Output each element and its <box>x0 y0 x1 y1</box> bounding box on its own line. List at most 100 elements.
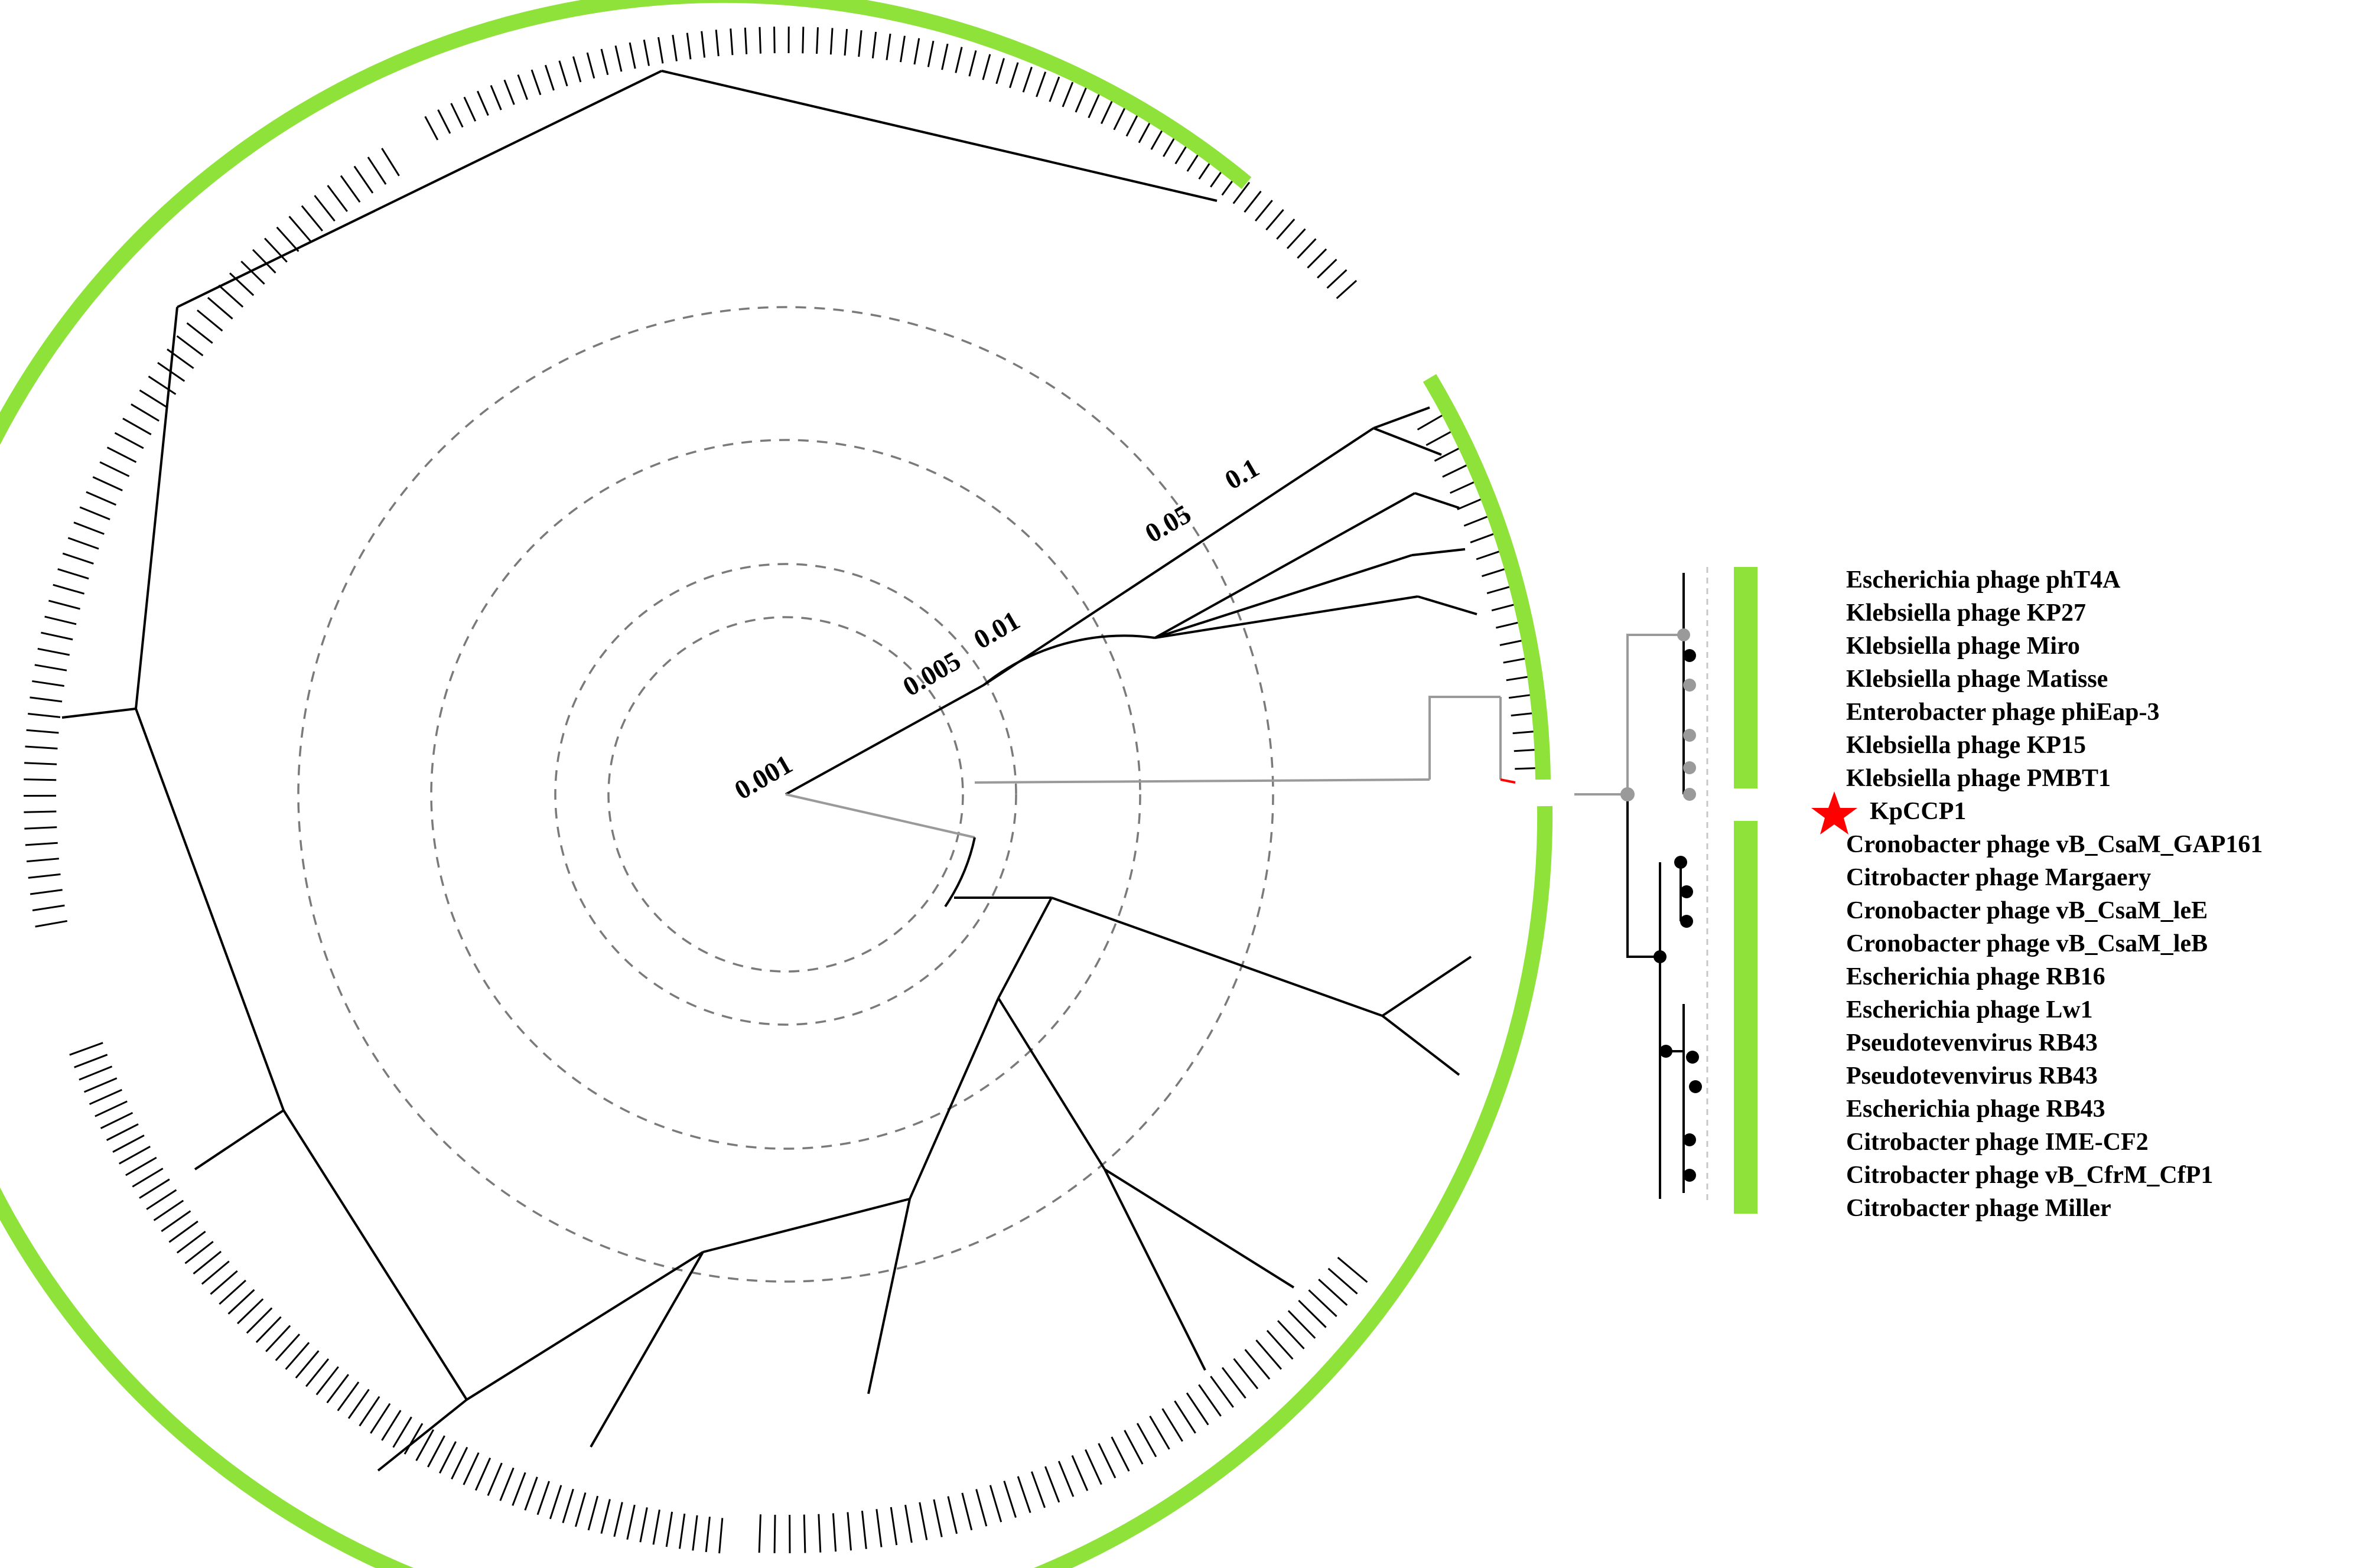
leaf-tick <box>437 109 451 134</box>
leaf-tick <box>626 1504 636 1540</box>
clade-bar-upper <box>1734 567 1757 788</box>
scale-label-0.1: 0.1 <box>1220 452 1264 495</box>
tree-branches <box>61 70 1516 1472</box>
scale-label-0.001: 0.001 <box>730 749 798 806</box>
leaf-tick <box>890 1507 898 1546</box>
leaf-tick <box>1198 1384 1222 1417</box>
leaf-tick <box>1286 228 1306 249</box>
leaf-tick <box>237 1298 264 1325</box>
leaf-tick <box>982 54 991 80</box>
leaf-tick <box>89 1088 122 1106</box>
leaf-tick <box>53 583 85 595</box>
leaf-tick <box>24 826 57 830</box>
taxon-label: Citrobacter phage IME-CF2 <box>1846 1129 2149 1156</box>
leaf-tick <box>295 1350 320 1379</box>
leaf-tick <box>1457 497 1485 510</box>
leaf-tick <box>32 904 65 912</box>
leaf-tick <box>600 48 609 76</box>
leaf-tick <box>184 1241 214 1264</box>
leaf-tick <box>549 1485 562 1520</box>
leaf-tick <box>512 1472 526 1506</box>
leaf-tick <box>463 96 477 122</box>
leaf-tick <box>265 1325 291 1352</box>
leaf-tick <box>1075 87 1087 113</box>
leaf-tick <box>219 1279 246 1305</box>
leaf-tick <box>314 195 336 222</box>
leaf-tick <box>285 1342 310 1370</box>
leaf-tick <box>490 85 502 110</box>
taxon-label: Pseudotevenvirus RB43 <box>1846 1029 2098 1057</box>
leaf-tick <box>44 615 77 625</box>
leaf-tick <box>305 1358 330 1387</box>
leaf-tick <box>28 873 61 879</box>
scale-ring-0.1 <box>297 306 1274 1283</box>
leaf-tick <box>125 1156 157 1176</box>
leaf-tick <box>255 1316 282 1343</box>
leaf-tick <box>359 1396 380 1427</box>
subtree-panel <box>1574 567 1857 1214</box>
leaf-tick <box>463 1452 480 1485</box>
leaf-tick <box>947 1496 958 1534</box>
leaf-tick <box>536 1481 550 1515</box>
leaf-tick <box>1138 119 1153 144</box>
leaf-tick <box>1100 99 1114 125</box>
subtree-node-dots <box>1620 628 1702 1182</box>
leaf-tick <box>803 1514 806 1553</box>
leaf-tick <box>558 60 568 87</box>
leaf-tick <box>326 1374 349 1404</box>
leaf-tick <box>392 1416 412 1448</box>
leaf-tick <box>816 27 819 54</box>
leaf-tick <box>1276 219 1296 240</box>
clade-arcs <box>0 0 1553 1568</box>
leaf-tick <box>176 1231 206 1254</box>
leaf-tick <box>858 30 862 57</box>
leaf-tick <box>197 309 223 332</box>
taxon-label: Escherichia phage RB16 <box>1846 963 2105 990</box>
leaf-tick <box>240 260 265 285</box>
leaf-tick <box>381 148 400 177</box>
leaf-tick <box>1049 76 1060 102</box>
leaf-tick <box>1022 67 1033 93</box>
scale-ring-0.05 <box>430 439 1141 1150</box>
leaf-tick <box>106 1123 139 1141</box>
leaf-tick <box>487 1462 503 1497</box>
leaf-tick <box>122 418 152 435</box>
leaf-tick <box>861 1510 867 1549</box>
leaf-tick <box>1088 93 1101 119</box>
taxon-label: Klebsiella phage Miro <box>1846 633 2080 660</box>
leaf-tick <box>1221 1367 1246 1399</box>
scale-ring-0.005 <box>607 616 964 973</box>
leaf-tick <box>975 1489 988 1527</box>
leaf-tick <box>57 568 89 580</box>
leaf-tick <box>544 64 555 91</box>
leaf-tick <box>176 335 204 357</box>
leaf-tick <box>600 1499 611 1534</box>
leaf-tick <box>904 1504 913 1543</box>
leaf-tick <box>1030 1471 1046 1508</box>
leaf-tick <box>106 446 137 463</box>
leaf-tick <box>201 1260 230 1285</box>
leaf-tick <box>337 1381 360 1411</box>
leaf-tick <box>264 237 288 263</box>
clade-arc-upper-right <box>1423 374 1551 780</box>
leaf-tick <box>961 1492 973 1531</box>
leaf-tick <box>524 1476 538 1511</box>
leaf-tick <box>119 1146 151 1165</box>
leaf-tick <box>639 1507 648 1543</box>
leaf-tick <box>424 116 439 141</box>
star-icon <box>1811 791 1857 834</box>
leaf-tick <box>415 1429 434 1461</box>
leaf-tick <box>919 1502 928 1540</box>
leaf-tick <box>701 31 706 58</box>
leaf-tick <box>1266 1329 1294 1360</box>
leaf-tick <box>844 29 848 56</box>
leaf-tick <box>86 491 117 506</box>
leaf-tick <box>1009 62 1019 89</box>
leaf-tick <box>692 1515 698 1551</box>
leaf-tick <box>1057 1461 1075 1497</box>
leaf-tick <box>48 599 80 610</box>
leaf-tick <box>1244 190 1262 213</box>
leaf-tick <box>886 33 891 60</box>
leaf-tick <box>131 403 160 422</box>
leaf-tick <box>1327 1267 1358 1295</box>
